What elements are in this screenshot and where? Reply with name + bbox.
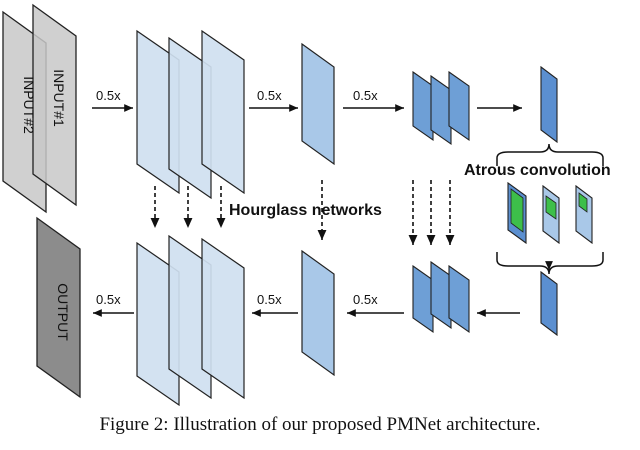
scale-label: 0.5x [353, 292, 378, 307]
feature-layer [448, 264, 470, 334]
output-stack: OUTPUT [36, 216, 81, 399]
feature-layer [201, 29, 245, 195]
output-layer [36, 216, 81, 399]
decoder-level-2-layer [301, 249, 335, 377]
feature-layer [430, 260, 452, 330]
encoder-level-3 [412, 70, 470, 146]
atrous-block: Atrous convolution [464, 143, 611, 275]
input-1-layer [32, 3, 77, 207]
feature-layer [412, 264, 434, 334]
curly-brace-icon [496, 252, 604, 275]
feature-layer [412, 70, 434, 142]
output-label: OUTPUT [55, 283, 71, 341]
scale-label: 0.5x [257, 292, 282, 307]
bottleneck-top-layer [540, 65, 558, 144]
figure-caption: Figure 2: Illustration of our proposed P… [99, 414, 541, 435]
decoder-level-1 [136, 234, 245, 407]
input-1-label: INPUT#1 [51, 69, 67, 127]
atrous-kernel-2 [545, 195, 557, 220]
feature-layer [168, 234, 212, 400]
scale-label: 0.5x [96, 292, 121, 307]
curly-brace-icon [496, 143, 604, 166]
hourglass-label: Hourglass networks [229, 202, 382, 219]
input-2-label: INPUT#2 [21, 76, 37, 134]
feature-layer [168, 36, 212, 200]
scale-label: 0.5x [96, 88, 121, 103]
skip-connections [150, 180, 455, 245]
atrous-kernel-3 [578, 192, 588, 213]
feature-layer [201, 237, 245, 400]
feature-layer [448, 70, 470, 142]
feature-layer [430, 74, 452, 146]
bottleneck-bottom-layer [540, 270, 558, 337]
atrous-filter-3 [575, 184, 593, 245]
input-stack: INPUT#1 INPUT#2 [2, 3, 77, 214]
scale-label: 0.5x [353, 88, 378, 103]
encoder-level-2-layer [301, 42, 335, 166]
decoder-level-3 [412, 260, 470, 334]
scale-label: 0.5x [257, 88, 282, 103]
atrous-kernel-1 [510, 188, 524, 233]
encoder-level-1 [136, 29, 245, 200]
atrous-label: Atrous convolution [464, 162, 611, 179]
